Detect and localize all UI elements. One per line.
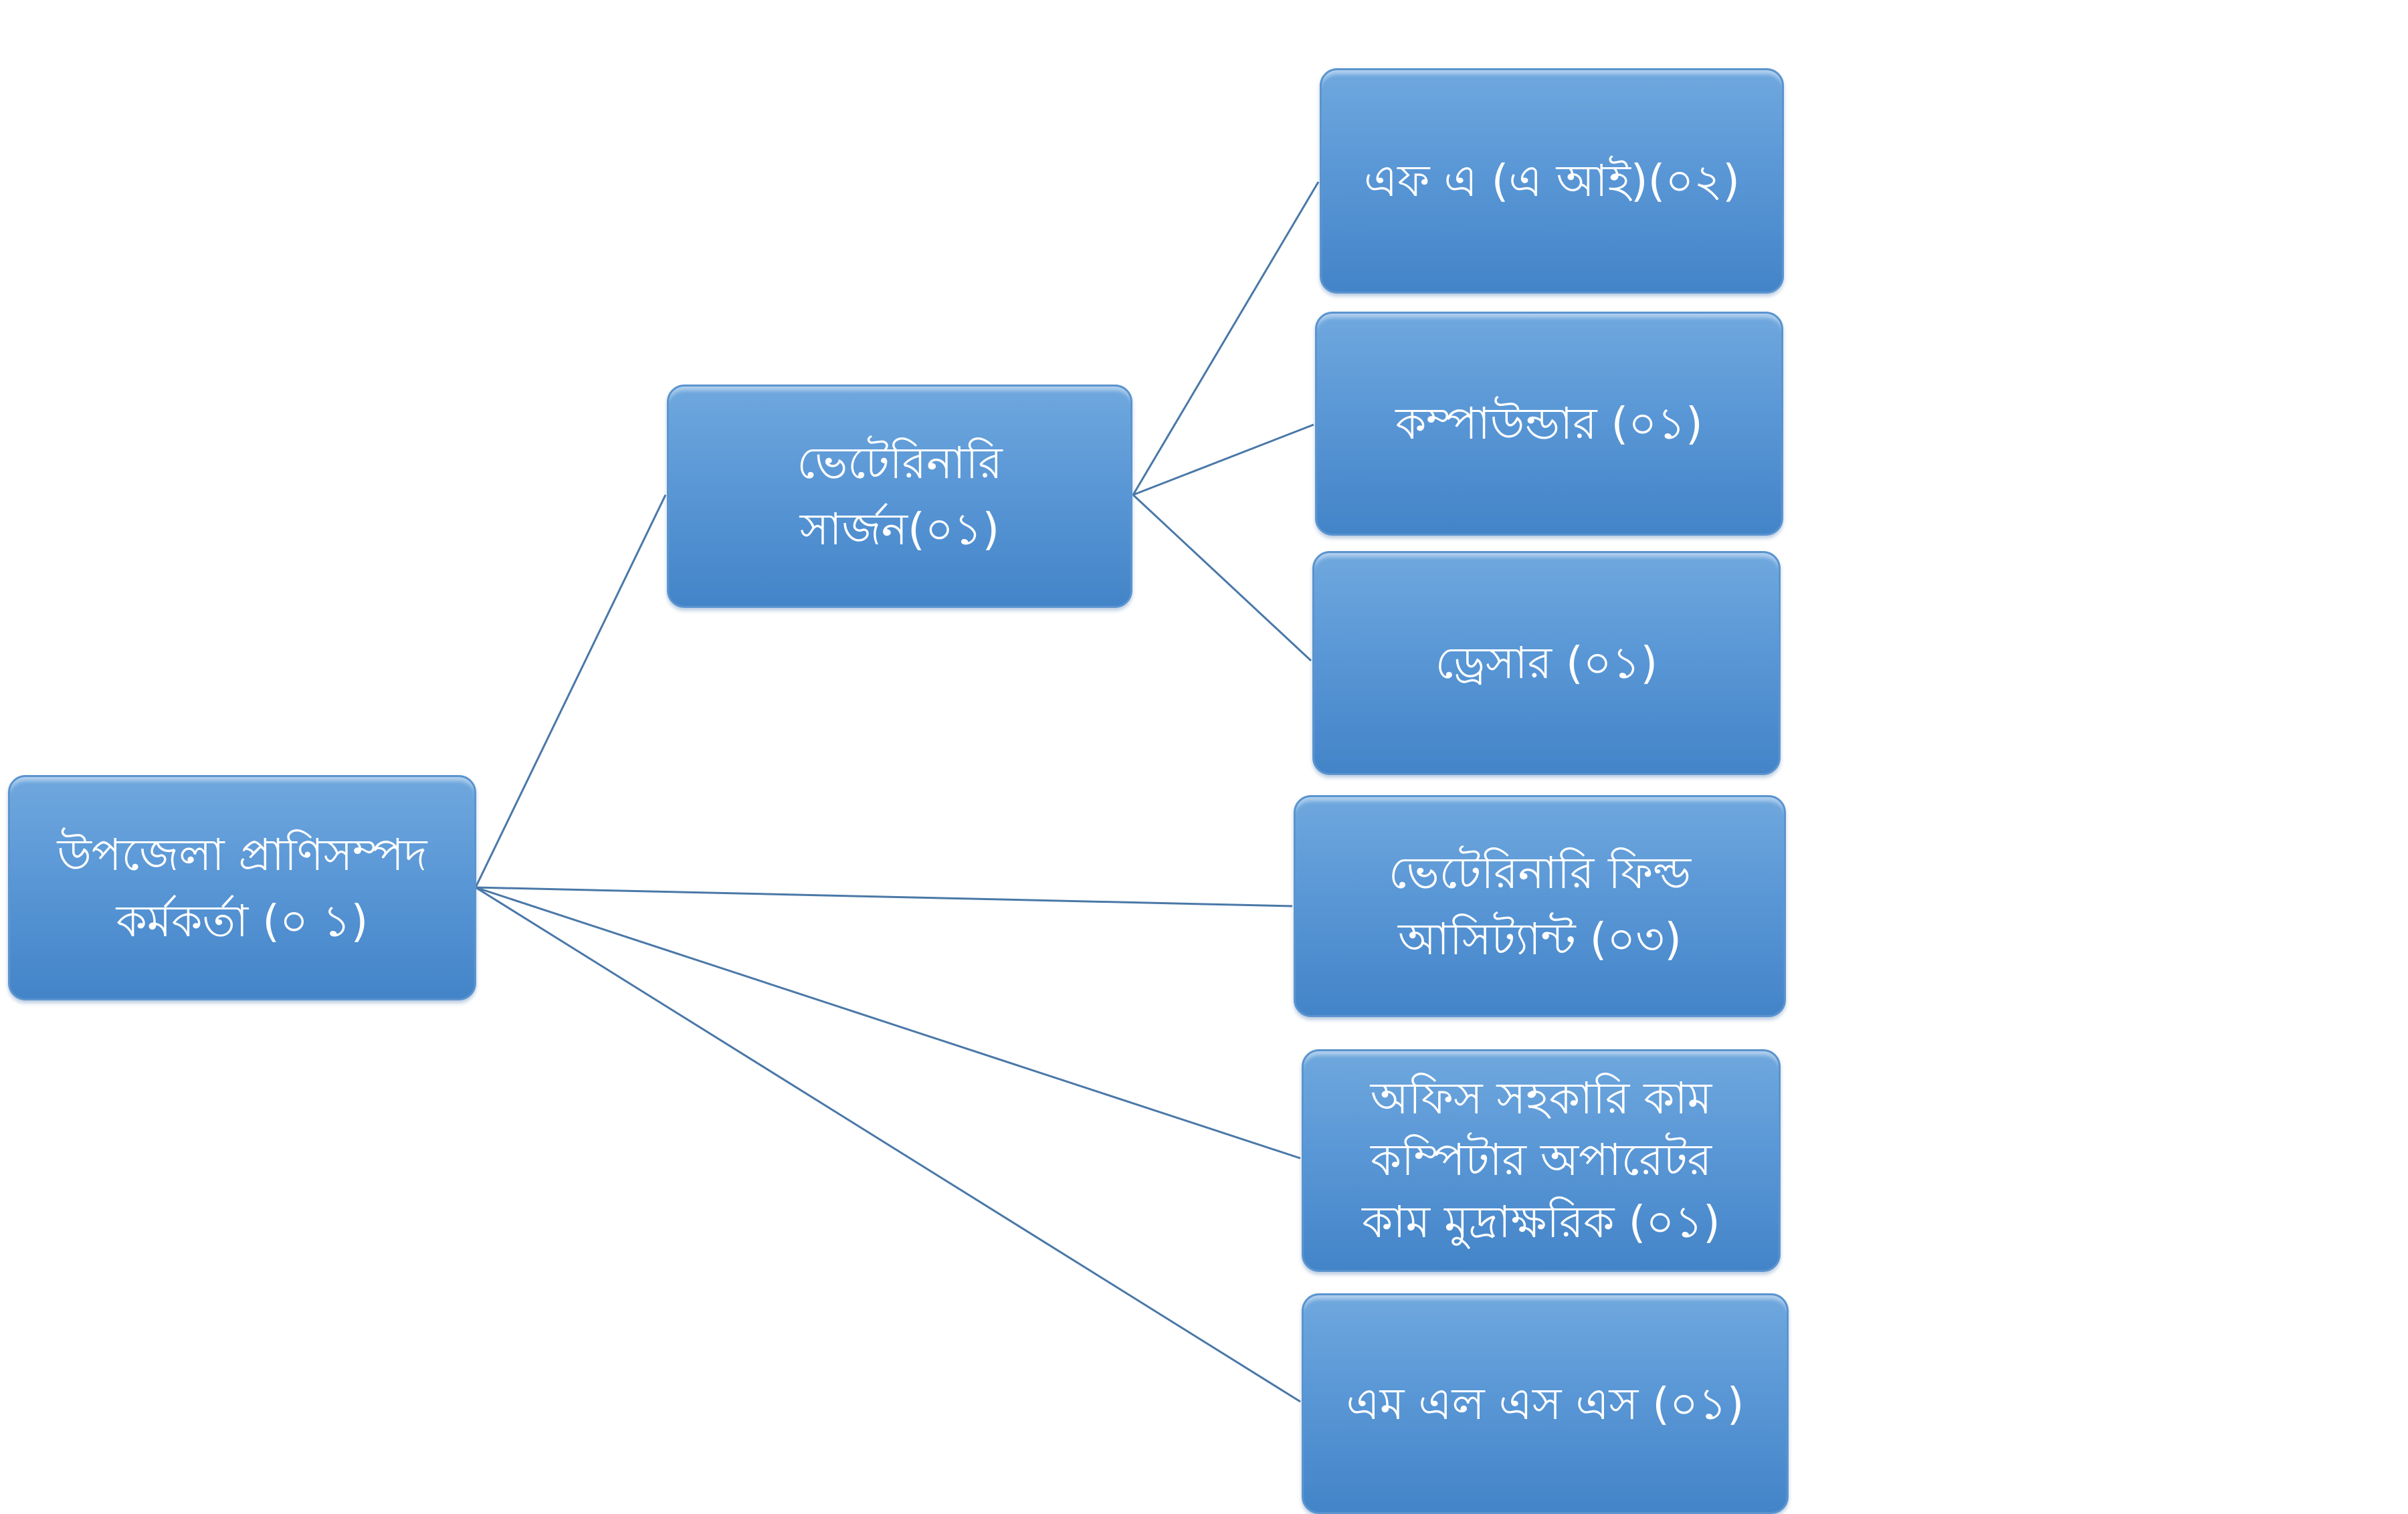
node-label: ভেটেরিনারি ফিল্ড আসিট্যান্ট (০৩): [1388, 847, 1692, 965]
node-fa-ai: এফ এ (এ আই)(০২): [1320, 68, 1784, 294]
node-upazila-livestock-officer: উপজেলা প্রাণিসম্পদ কর্মকর্তা (০ ১): [8, 775, 476, 1000]
node-dresser: ড্রেসার (০১): [1312, 551, 1781, 775]
node-label: কম্পাউন্ডার (০১): [1395, 398, 1703, 449]
node-office-assistant-computer-operator: অফিস সহকারি কাম কম্পিটার অপারেটর কাম মুদ…: [1302, 1049, 1781, 1272]
connector-lines: [474, 181, 1320, 1403]
node-veterinary-field-assistant: ভেটেরিনারি ফিল্ড আসিট্যান্ট (০৩): [1294, 795, 1786, 1017]
connector-surgeon-dresser: [1132, 494, 1312, 662]
connector-root-field-assistant: [475, 886, 1293, 907]
node-label: ড্রেসার (০১): [1435, 637, 1658, 689]
connector-root-surgeon: [474, 494, 667, 888]
node-label: অফিস সহকারি কাম কম্পিটার অপারেটর কাম মুদ…: [1362, 1072, 1720, 1248]
connector-surgeon-compounder: [1132, 423, 1314, 496]
node-label: উপজেলা প্রাণিসম্পদ কর্মকর্তা (০ ১): [57, 829, 427, 947]
connector-root-mlss: [475, 886, 1301, 1403]
node-mlss: এম এল এস এস (০১): [1302, 1293, 1789, 1514]
node-label: এম এল এস এস (০১): [1346, 1378, 1744, 1430]
connector-surgeon-fa: [1132, 181, 1320, 496]
node-label: এফ এ (এ আই)(০২): [1364, 155, 1740, 207]
node-compounder: কম্পাউন্ডার (০১): [1315, 312, 1783, 536]
connector-root-office-assistant: [475, 886, 1301, 1160]
node-veterinary-surgeon: ভেটেরিনারি সার্জন(০১): [667, 385, 1132, 608]
node-label: ভেটেরিনারি সার্জন(০১): [797, 437, 1003, 555]
